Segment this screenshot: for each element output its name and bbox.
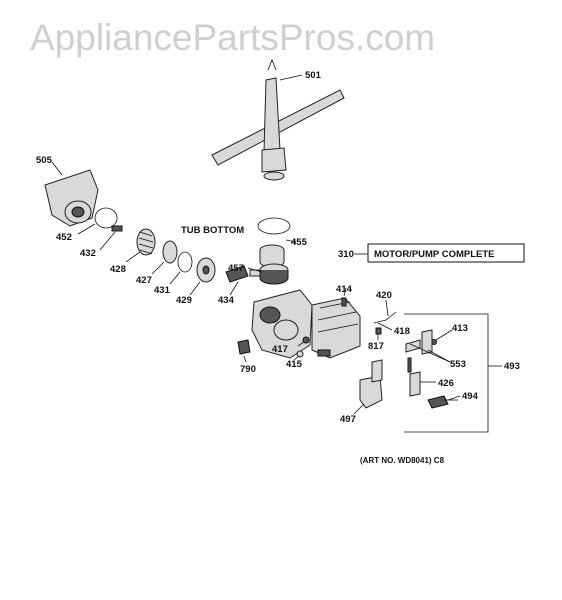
part-427[interactable] [162,240,178,264]
part-426[interactable] [409,371,421,397]
spray-arm-501[interactable] [211,58,345,181]
part-455[interactable] [259,244,285,268]
leader-434 [229,281,239,296]
callout-790: 790 [240,364,256,375]
callout-428: 428 [110,264,126,275]
leader-501 [279,74,303,81]
impeller-429[interactable] [196,257,216,283]
callout-429: 429 [176,295,192,306]
part-417[interactable] [302,336,310,344]
leader-553-a [409,343,451,363]
motor-pump-box[interactable] [367,243,525,263]
callout-553: 553 [450,359,466,370]
callout-455: 455 [291,237,308,248]
callout-413: 413 [452,323,468,334]
leader-414 [343,287,347,297]
leader-455 [285,239,297,243]
leader-427 [151,261,165,275]
callout-427: 427 [136,275,152,286]
callout-432: 432 [80,248,96,259]
leader-417 [297,341,305,347]
clamp-452[interactable] [94,207,118,229]
leader-431 [169,271,181,285]
leader-429 [189,281,201,296]
callout-426: 426 [438,378,454,389]
part-494[interactable] [427,395,458,409]
watermark-text: AppliancePartsPros.com [30,17,435,58]
leader-790 [243,355,247,363]
callout-418: 418 [394,326,410,337]
group-bracket-493 [404,313,489,433]
leader-505 [51,161,63,176]
part-790[interactable] [237,339,251,355]
leader-428 [125,251,141,263]
solenoid-497[interactable] [359,359,383,409]
callout-420: 420 [376,290,392,301]
bracket-553[interactable] [405,329,433,373]
callout-497: 497 [340,414,356,425]
wire-420[interactable] [373,311,397,324]
spring-428[interactable] [136,228,156,256]
seal-ring[interactable] [257,217,291,235]
caption-tub-bottom: TUB BOTTOM [181,225,244,236]
callout-493: 493 [504,361,520,372]
leader-452 [77,223,96,235]
callout-452: 452 [56,232,72,243]
art-number: (ART NO. WD8041) C8 [360,456,445,465]
callout-431: 431 [154,285,171,296]
leader-432 [99,231,116,251]
leader-497 [353,403,365,415]
leader-420 [385,299,389,317]
part-457[interactable] [259,263,289,285]
leader-553-b [427,349,451,363]
screw-414[interactable] [341,297,347,307]
callout-434: 434 [218,295,235,306]
callout-501: 501 [305,70,322,81]
part-817[interactable] [375,327,382,335]
callout-457: 457 [228,263,244,274]
callout-505: 505 [36,155,53,166]
callout-417: 417 [272,344,288,355]
callout-817: 817 [368,341,384,352]
screw-432[interactable] [111,225,123,232]
part-431[interactable] [177,251,193,273]
part-415[interactable] [296,350,304,358]
motor[interactable] [311,297,361,359]
callout-494: 494 [462,391,479,402]
leader-418 [377,322,393,331]
leader-413 [435,329,453,341]
callout-415: 415 [286,359,303,370]
leader-457 [247,267,263,273]
leader-415 [293,355,300,361]
leader-494 [447,395,461,401]
callout-310: 310 [338,249,354,260]
callout-414: 414 [336,284,353,295]
caption-motor-pump-complete: MOTOR/PUMP COMPLETE [374,249,495,260]
drain-housing-505[interactable] [44,169,99,227]
